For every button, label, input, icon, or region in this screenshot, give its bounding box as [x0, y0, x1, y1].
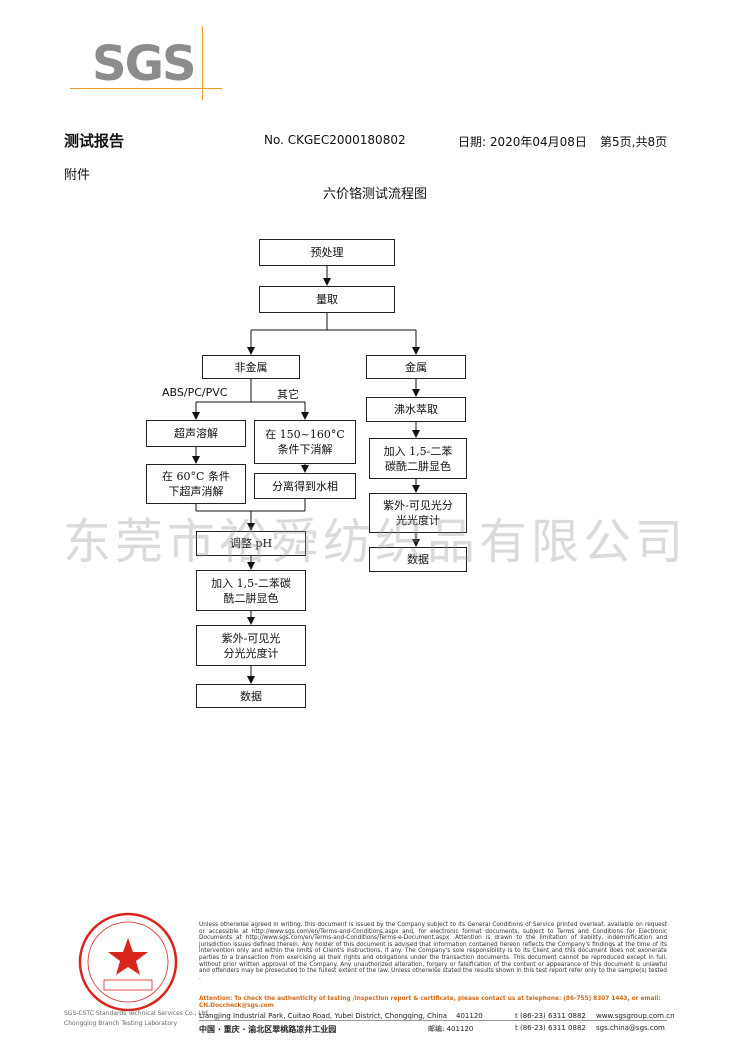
step-uv-line2: 分光光度计 [223, 646, 279, 660]
seal-star-icon [108, 938, 148, 975]
step-ultrasonic-digest-line1: 在 60°C 条件 [162, 470, 230, 483]
step-metal-add-reagent: 加入 1,5-二苯 碳酰二肼显色 [369, 438, 467, 479]
postcode-chinese: 邮编: 401120 [428, 1025, 474, 1033]
step-adjust-ph: 调整 pH [196, 531, 306, 556]
step-uv: 紫外-可见光 分光光度计 [196, 625, 306, 666]
step-digest-line1: 在 150~160°C [265, 428, 345, 441]
sgs-logo: SGS [70, 26, 230, 108]
step-ultrasonic-dissolve: 超声溶解 [146, 420, 246, 447]
inspection-seal [78, 912, 178, 1012]
step-ultrasonic-digest-line2: 下超声消解 [168, 485, 224, 498]
step-add-reagent-line1: 加入 1,5-二苯碳 [211, 576, 291, 590]
telephone-1: t (86-23) 6311 0882 [515, 1012, 586, 1020]
step-uv-line1: 紫外-可见光 [221, 631, 281, 645]
step-metal-add-line1: 加入 1,5-二苯 [383, 444, 453, 458]
logo-rule-horizontal [70, 88, 222, 89]
address-chinese: 中国 · 重庆 · 渝北区翠桃路凉井工业园 [199, 1025, 337, 1034]
step-metal-uv: 紫外-可见光分 光光度计 [369, 493, 467, 533]
flowchart-title: 六价铬测试流程图 [322, 187, 427, 202]
step-digest: 在 150~160°C 条件下消解 [254, 420, 356, 464]
label-other: 其它 [277, 388, 299, 401]
step-metal: 金属 [366, 355, 466, 379]
seal-caption-company: SGS-CSTC Standards Technical Services Co… [64, 1010, 210, 1017]
logo-rule-vertical [202, 26, 203, 100]
step-ultrasonic-digest: 在 60°C 条件 下超声消解 [146, 464, 246, 504]
step-separate: 分离得到水相 [254, 473, 356, 499]
watermark-text: 东莞市裕舜纺织品有限公司 [62, 514, 687, 570]
step-digest-line2: 条件下消解 [277, 443, 333, 456]
step-add-reagent-line2: 酰二肼显色 [223, 591, 279, 605]
logo-text: SGS [92, 36, 197, 92]
footer-divider [199, 1020, 667, 1021]
label-plastics: ABS/PC/PVC [162, 386, 228, 399]
step-data: 数据 [196, 684, 306, 708]
step-add-reagent: 加入 1,5-二苯碳 酰二肼显色 [196, 570, 306, 611]
step-boil-extract: 沸水萃取 [366, 397, 466, 422]
step-pretreat: 预处理 [259, 239, 395, 266]
step-metal-add-line2: 碳酰二肼显色 [385, 459, 451, 473]
report-number: No. CKGEC2000180802 [264, 133, 406, 147]
telephone-2: t (86-23) 6311 0882 [515, 1024, 586, 1032]
website-link[interactable]: www.sgsgroup.com.cn [596, 1012, 675, 1020]
step-metal-data: 数据 [369, 547, 467, 572]
annex-label: 附件 [64, 168, 91, 183]
step-nonmetal: 非金属 [202, 355, 300, 379]
authenticity-notice: Attention: To check the authenticity of … [199, 996, 661, 1009]
address-english: Liangjing Industrial Park, Cuitao Road, … [199, 1012, 448, 1020]
page-indicator: 第5页,共8页 [600, 135, 668, 149]
legal-disclaimer: Unless otherwise agreed in writing, this… [199, 922, 667, 981]
step-measure: 量取 [259, 286, 395, 313]
step-metal-uv-line1: 紫外-可见光分 [383, 499, 453, 512]
email-link[interactable]: sgs.china@sgs.com [596, 1024, 665, 1032]
report-date: 日期: 2020年04月08日 [458, 135, 587, 149]
postcode-english: 401120 [456, 1012, 483, 1020]
report-title: 测试报告 [64, 132, 125, 150]
step-metal-uv-line2: 光光度计 [396, 514, 440, 527]
seal-caption-lab: Chongqing Branch Testing Laboratory [64, 1020, 178, 1027]
